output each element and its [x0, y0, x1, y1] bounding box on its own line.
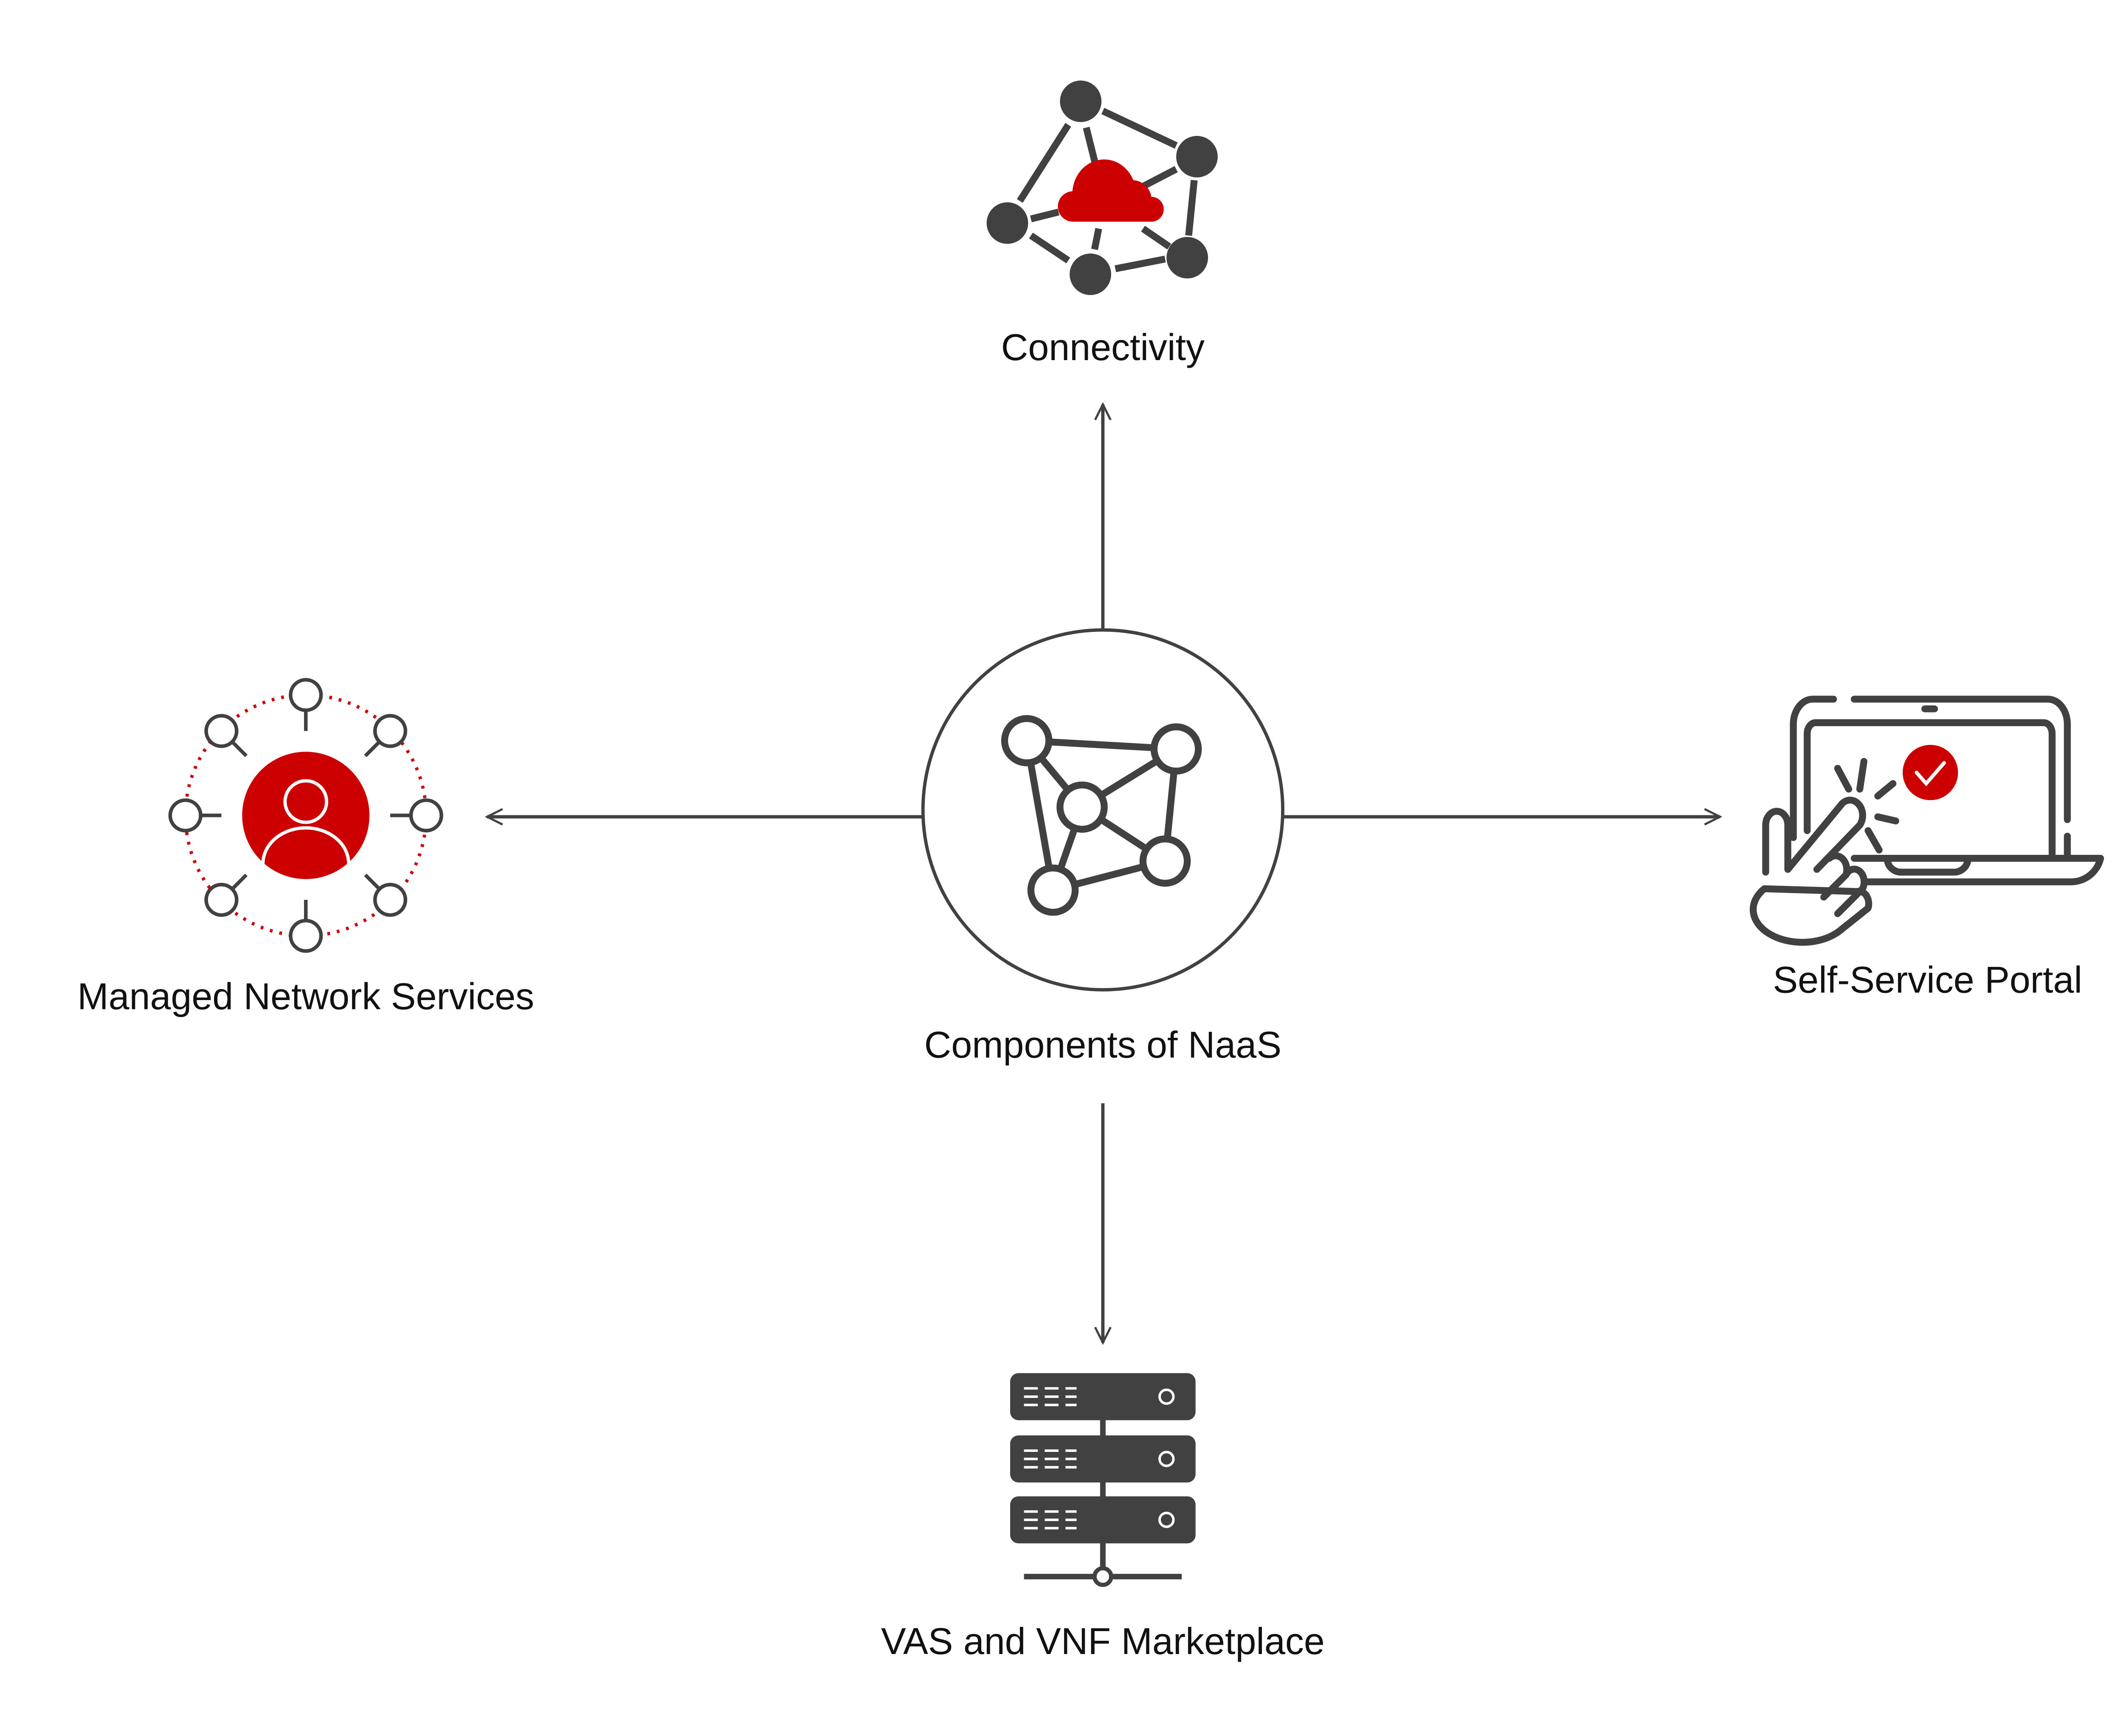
checkmark-badge-icon: [1903, 744, 1958, 800]
connectivity-label: Connectivity: [1001, 326, 1205, 368]
managed-user-network-icon: [168, 678, 443, 953]
laptop-touch-icon: [1749, 696, 2104, 946]
network-nodes-icon: [1001, 715, 1202, 916]
center-label: Components of NaaS: [924, 1023, 1281, 1065]
component-marketplace: VAS and VNF Marketplace: [881, 1373, 1325, 1662]
component-self-service-portal: Self-Service Portal: [1749, 696, 2104, 1000]
component-managed-network-services: Managed Network Services: [77, 678, 534, 1017]
portal-label: Self-Service Portal: [1773, 958, 2082, 1000]
managed-label: Managed Network Services: [77, 975, 534, 1017]
server-rack-icon: [1010, 1373, 1196, 1587]
center-node: Components of NaaS: [921, 628, 1284, 1065]
cloud-network-icon: [986, 80, 1218, 295]
component-connectivity: Connectivity: [986, 80, 1218, 368]
marketplace-label: VAS and VNF Marketplace: [881, 1620, 1325, 1662]
